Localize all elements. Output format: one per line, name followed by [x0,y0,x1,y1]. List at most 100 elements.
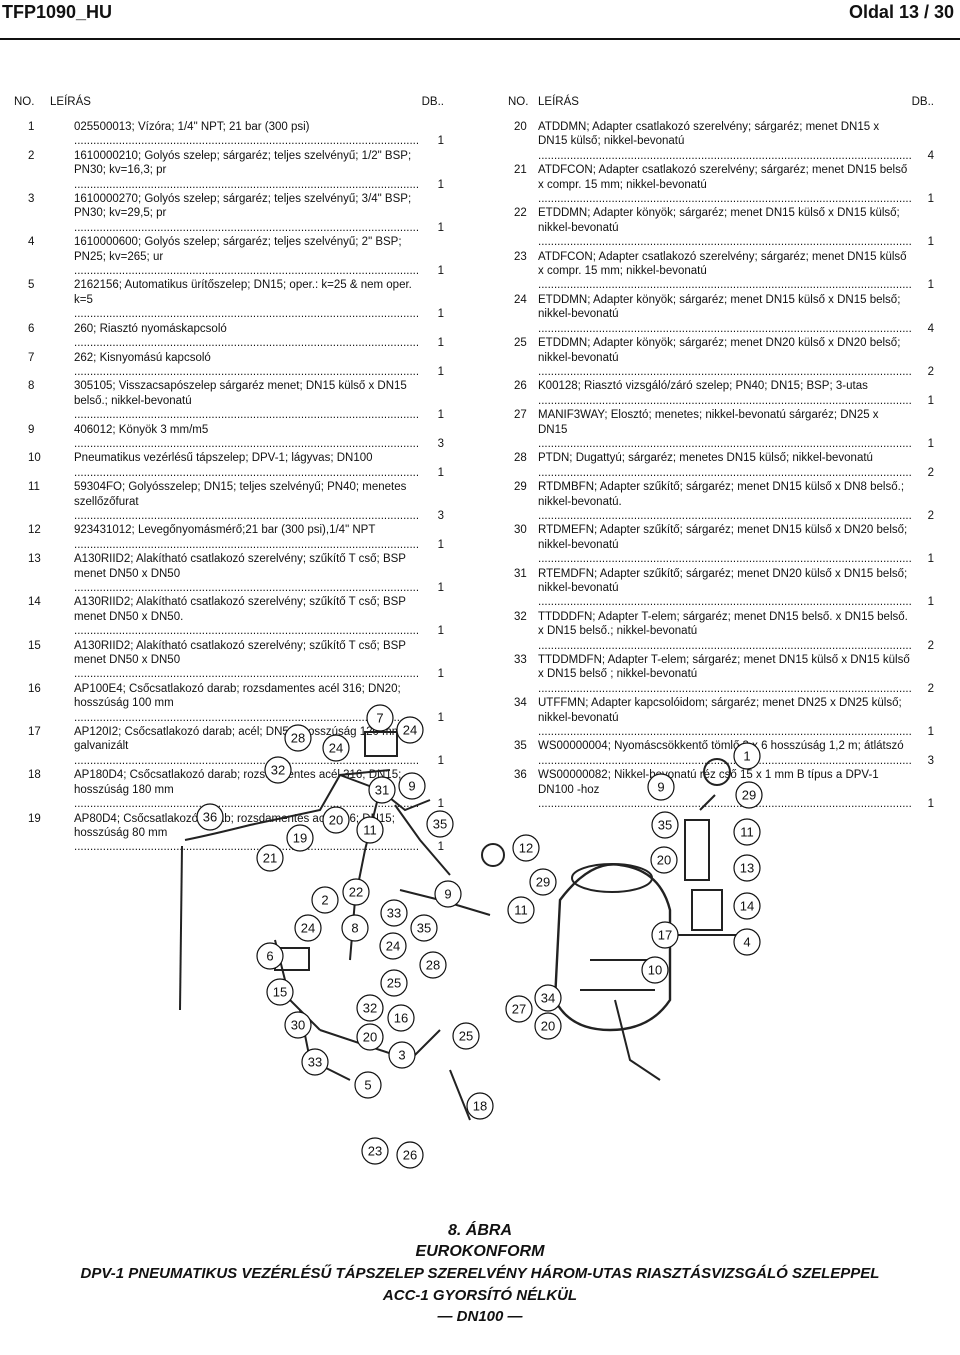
item-number: 34 [514,697,527,710]
item-quantity: 4 [927,322,934,335]
callout-circle [419,951,447,979]
item-number: 24 [514,293,527,306]
callout-19: 19 [286,824,314,852]
figure-number: 8. ÁBRA [447,1222,512,1239]
item-description: UTFFMN; Adapter kapcsolóidom; sárgaréz; … [538,696,912,740]
item-description: WS00000004; Nyomáscsökkentő tömlő 3 x 6 … [538,739,912,769]
item-description: AP180D4; Csőcsatlakozó darab; rozsdament… [74,768,418,812]
callout-circle [512,834,540,862]
callout-circle [284,1011,312,1039]
item-description: AP120I2; Csőcsatlakozó darab; acél; DN50… [74,725,418,769]
callout-circle [650,846,678,874]
item-description-wrap: RTDMBFN; Adapter szűkítő; sárgaréz; mene… [538,480,912,524]
callout-label: 11 [514,903,528,918]
document-id: TFP1090_HU [2,2,113,22]
figure-size: — DN100 — [437,1308,523,1325]
callout-circle [534,1012,562,1040]
callout-label: 15 [273,985,287,1000]
item-description-wrap: AP100E4; Csőcsatlakozó darab; rozsdament… [74,681,418,726]
item-number: 7 [28,351,35,364]
item-description-wrap: 025500013; Vízóra; 1/4" NPT; 21 bar (300… [74,120,418,149]
callout-circle [286,824,314,852]
item-quantity: 1 [437,265,444,278]
item-description: Pneumatikus vezérlésű tápszelep; DPV-1; … [74,451,418,481]
item-description: RTDMBFN; Adapter szűkítő; sárgaréz; mene… [538,480,912,524]
item-quantity: 2 [927,365,934,378]
item-description-wrap: 1610000270; Golyós szelep; sárgaréz; tel… [74,192,418,236]
item-quantity: 3 [437,509,444,522]
figure-title: DPV-1 PNEUMATIKUS VEZÉRLÉSŰ TÁPSZELEP SZ… [80,1265,880,1282]
callout-25: 25 [380,969,408,997]
callout-circle [196,803,224,831]
item-description: AP100E4; Csőcsatlakozó darab; rozsdament… [74,681,418,726]
callout-circle [354,1071,382,1099]
item-description-wrap: 2162156; Automatikus ürítőszelep; DN15; … [74,278,418,322]
item-number: 2 [28,149,35,162]
callout-35: 35 [651,811,679,839]
item-quantity: 1 [437,178,444,191]
item-description: A130RIID2; Alakítható csatlakozó szerelv… [74,638,418,682]
callout-28: 28 [284,724,312,752]
callout-20: 20 [534,1012,562,1040]
callout-label: 31 [375,783,389,798]
item-number: 21 [514,164,527,177]
callout-label: 9 [444,887,451,902]
callout-circle [534,984,562,1012]
item-number: 5 [28,279,35,292]
item-number: 29 [514,481,527,494]
item-number: 18 [28,769,41,782]
item-description: ATDFCON; Adapter csatlakozó szerelvény; … [538,163,912,207]
callout-circle [356,816,384,844]
item-description-wrap: MANIF3WAY; Elosztó; menetes; nikkel-bevo… [538,408,912,452]
item-quantity: 1 [437,625,444,638]
item-description: ETDDMN; Adapter könyök; sárgaréz; menet … [538,292,912,337]
callout-30: 30 [284,1011,312,1039]
callout-circle [641,956,669,984]
column-header-description: LEÍRÁS [538,96,579,108]
column-header-qty: DB.. [911,96,934,108]
callout-circle [322,806,350,834]
callout-label: 24 [329,741,343,756]
callout-24: 24 [379,932,407,960]
callout-32: 32 [264,756,292,784]
item-description-wrap: AP80D4; Csőcsatlakozó darab; rozsdamente… [74,811,418,855]
item-quantity: 1 [927,279,934,292]
callout-circle [380,899,408,927]
callout-label: 18 [473,1099,487,1114]
item-quantity: 1 [437,221,444,234]
item-number: 13 [28,553,41,566]
callout-circle [380,969,408,997]
callout-21: 21 [256,844,284,872]
parts-list-header: NO. LEÍRÁS DB.. [14,96,444,112]
item-description: MANIF3WAY; Elosztó; menetes; nikkel-bevo… [538,408,912,452]
callout-circle [733,928,761,956]
callout-label: 17 [658,928,672,943]
item-description-wrap: 262; Kisnyomású kapcsoló [74,350,418,380]
callout-label: 33 [308,1055,322,1070]
parts-list-row: 21 ATDFCON; Adapter csatlakozó szerelvény… [508,163,934,207]
item-description: ETDDMN; Adapter könyök; sárgaréz; menet … [538,206,912,250]
callout-2: 2 [311,886,339,914]
item-quantity: 1 [437,308,444,321]
item-description-wrap: A130RIID2; Alakítható csatlakozó szerelv… [74,552,418,596]
callout-9: 9 [398,772,426,800]
callout-circle [366,704,394,732]
callout-14: 14 [733,892,761,920]
item-description-wrap: ATDFCON; Adapter csatlakozó szerelvény; … [538,163,912,207]
item-number: 33 [514,654,527,667]
item-number: 1 [28,121,35,133]
item-quantity: 1 [927,394,934,407]
callout-label: 28 [291,731,305,746]
parts-list-row: 13 A130RIID2; Alakítható csatlakozó szere… [14,552,444,596]
callout-circle [651,811,679,839]
